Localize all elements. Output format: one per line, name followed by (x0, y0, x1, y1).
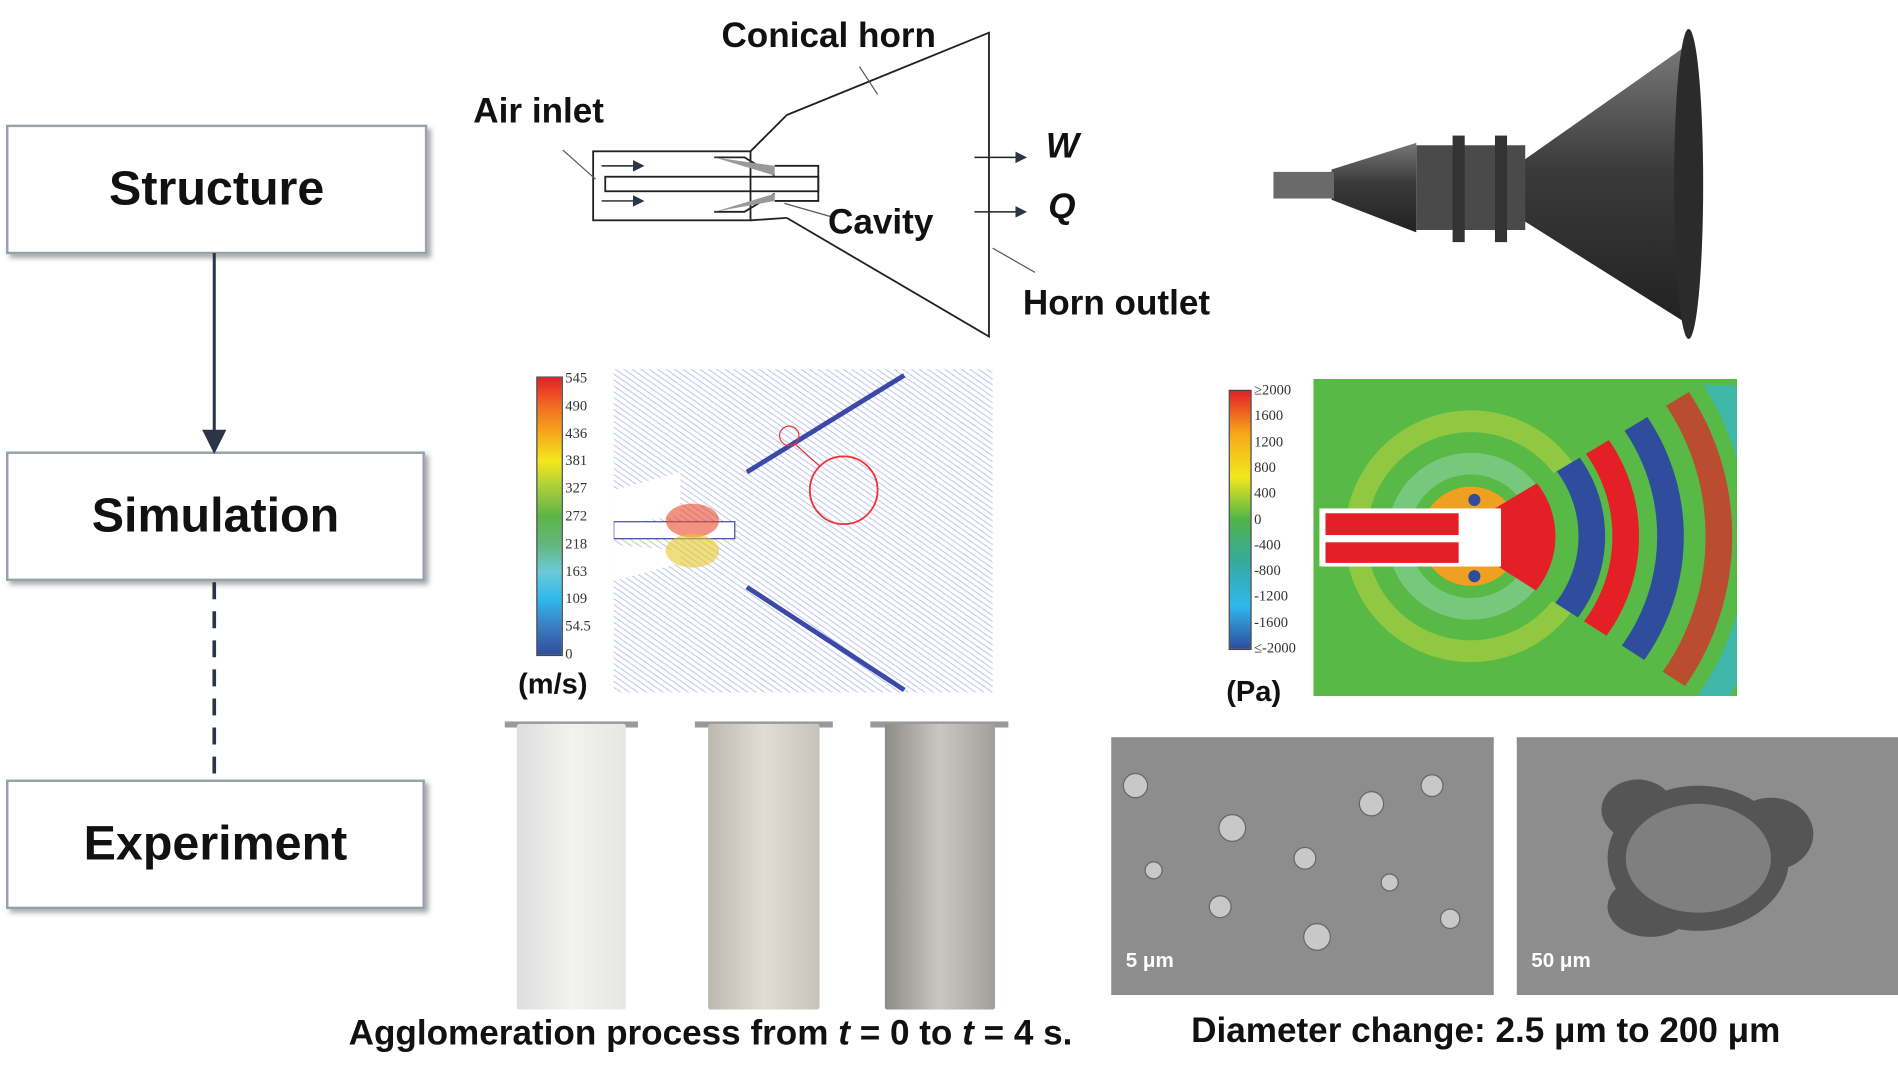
colorbar-tick: 0 (1254, 510, 1262, 528)
colorbar-tick: ≤-2000 (1254, 639, 1296, 657)
colorbar-tick: ≥2000 (1254, 381, 1292, 399)
caption-agglomeration: Agglomeration process from t = 0 to t = … (349, 1014, 1073, 1054)
label-air-inlet: Air inlet (473, 91, 605, 131)
colorbar-tick: -1600 (1254, 613, 1288, 631)
sem-image-agglomerate: 50 μm (1516, 737, 1898, 996)
colorbar-tick: 1600 (1254, 407, 1284, 425)
colorbar-tick: 800 (1254, 458, 1276, 476)
pressure-field (1313, 378, 1738, 697)
tube-t4 (884, 723, 996, 1010)
colorbar-tick: 400 (1254, 484, 1276, 502)
step-structure: Structure (6, 124, 428, 255)
tube-t0 (516, 723, 626, 1010)
colorbar-tick: -1200 (1254, 587, 1288, 605)
colorbar-tick: 381 (565, 451, 588, 469)
colorbar-tick: 0 (565, 645, 573, 663)
colorbar-tick: 163 (565, 562, 588, 580)
horn-photo (1273, 29, 1704, 339)
scale-bar-5um: 5 μm (1125, 949, 1174, 973)
colorbar-tick: 436 (565, 424, 588, 442)
caption-var-t: t (962, 1014, 974, 1054)
horn-schematic (592, 31, 990, 339)
colorbar-tick: -400 (1254, 536, 1281, 553)
colorbar-tick: 490 (565, 396, 588, 414)
caption-text: Agglomeration process from (348, 1014, 839, 1054)
colorbar-tick: 218 (565, 534, 588, 552)
velocity-vector-plot (613, 369, 993, 693)
colorbar-tick: -800 (1254, 561, 1281, 579)
label-horn-outlet: Horn outlet (1022, 284, 1211, 324)
velocity-unit: (m/s) (518, 668, 588, 701)
colorbar-tick: 1200 (1254, 432, 1284, 450)
colorbar-tick: 54.5 (565, 617, 591, 635)
pressure-unit: (Pa) (1226, 675, 1282, 709)
caption-diameter: Diameter change: 2.5 μm to 200 μm (1191, 1011, 1781, 1051)
colorbar-tick: 545 (565, 369, 588, 387)
label-w: W (1045, 127, 1080, 166)
caption-text: = 4 s. (973, 1014, 1073, 1054)
velocity-colorbar (536, 376, 563, 657)
caption-var-t: t (838, 1014, 850, 1054)
scale-bar-50um: 50 μm (1531, 949, 1591, 973)
tube-t2 (708, 723, 820, 1010)
colorbar-tick: 327 (565, 479, 588, 497)
label-conical-horn: Conical horn (721, 16, 937, 56)
colorbar-tick: 272 (565, 507, 588, 525)
pressure-colorbar (1228, 389, 1252, 651)
caption-text: = 0 to (849, 1014, 963, 1054)
label-cavity: Cavity (827, 203, 934, 243)
step-experiment: Experiment (6, 779, 425, 910)
step-simulation: Simulation (6, 451, 425, 582)
sem-image-small-particles: 5 μm (1111, 737, 1494, 996)
colorbar-tick: 109 (565, 589, 588, 607)
label-q: Q (1048, 187, 1076, 227)
